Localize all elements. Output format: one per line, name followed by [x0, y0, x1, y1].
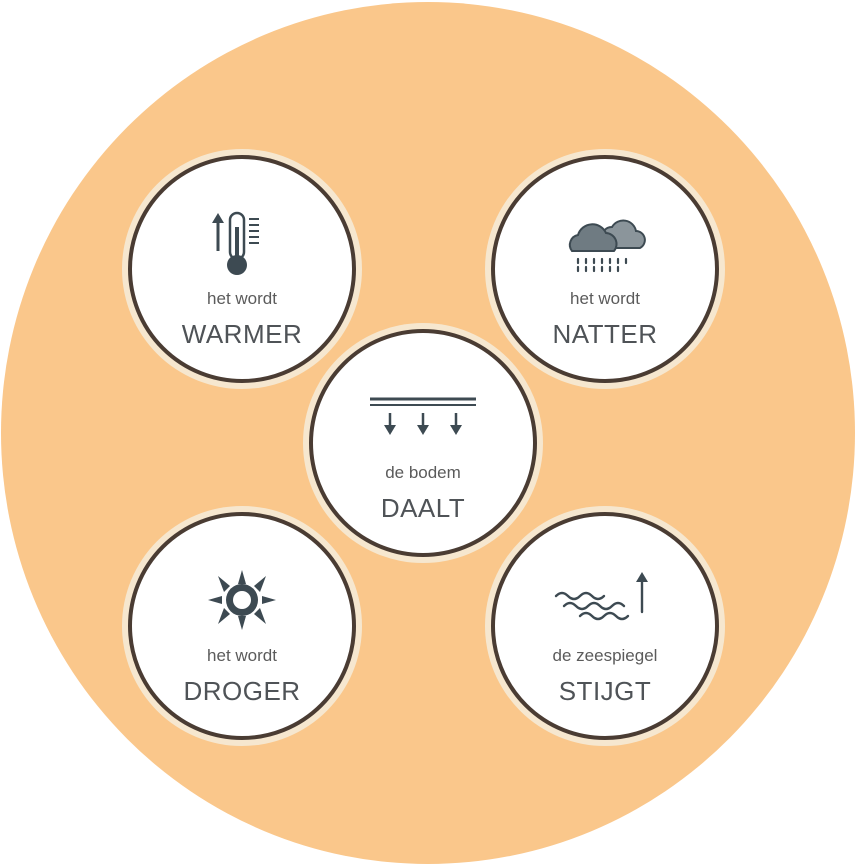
- bubble-droger-small-label: het wordt: [207, 646, 277, 665]
- thermometer-up-icon: [187, 209, 297, 277]
- bubble-daalt-small-label: de bodem: [385, 463, 461, 482]
- waves-rising-icon: [550, 566, 660, 634]
- bubble-warmer: het wordt WARMER: [128, 155, 356, 383]
- sun-icon: [187, 566, 297, 634]
- rain-cloud-icon: [550, 209, 660, 277]
- bubble-stijgt-small-label: de zeespiegel: [552, 646, 658, 665]
- ground-sinking-icon: [368, 383, 478, 451]
- bubble-stijgt-big-label: STIJGT: [558, 676, 652, 706]
- bubble-natter-big-label: NATTER: [552, 319, 658, 349]
- bubble-natter: het wordt NATTER: [491, 155, 719, 383]
- bubble-daalt-big-label: DAALT: [380, 493, 466, 523]
- bubble-droger-big-label: DROGER: [183, 676, 301, 706]
- bubble-warmer-small-label: het wordt: [207, 289, 277, 308]
- bubble-natter-small-label: het wordt: [570, 289, 640, 308]
- bubble-droger: het wordt DROGER: [128, 512, 356, 740]
- bubble-stijgt: de zeespiegel STIJGT: [491, 512, 719, 740]
- bubble-warmer-big-label: WARMER: [181, 319, 303, 349]
- bubble-daalt: de bodem DAALT: [309, 329, 537, 557]
